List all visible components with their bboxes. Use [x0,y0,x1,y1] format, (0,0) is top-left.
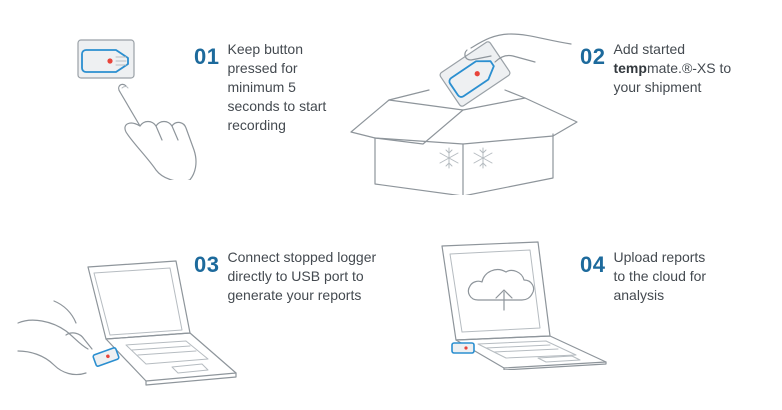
cloud-upload-icon [467,269,535,311]
logger-icon [77,39,135,79]
step-01: 01 Keep button pressed for minimum 5 sec… [194,40,326,135]
step-04-illustration [441,241,607,370]
brand-temp: temp [613,60,647,76]
step-01-illustration [77,39,197,180]
hand-icon [464,33,572,63]
snowflake-icon [473,147,493,169]
hand-icon [118,83,197,180]
step-02: 02 Add started tempmate.®-XS to your shi… [580,40,731,97]
laptop-icon [441,241,607,370]
step-number: 02 [580,44,606,69]
step-description: Add started tempmate.®-XS to your shipme… [613,41,732,95]
logger-icon [92,347,120,367]
snowflake-icon [439,147,459,169]
laptop-icon [87,260,237,386]
step-04: 04 Upload reports to the cloud for analy… [580,248,706,305]
step-number: 03 [194,252,220,277]
logger-icon [439,41,511,107]
step-number: 04 [580,252,606,277]
step-02-illustration [350,33,578,195]
box-icon [350,89,578,195]
step-03-illustration [17,260,237,386]
step-description: Upload reports to the cloud for analysis [613,249,707,303]
step-description: Connect stopped logger directly to USB p… [227,249,377,303]
step-03: 03 Connect stopped logger directly to US… [194,248,376,305]
step-description: Keep button pressed for minimum 5 second… [227,41,327,133]
brand-rest: mate.®-XS to [646,60,732,76]
logger-icon [451,342,475,354]
step-number: 01 [194,44,220,69]
hand-icon [17,300,93,376]
